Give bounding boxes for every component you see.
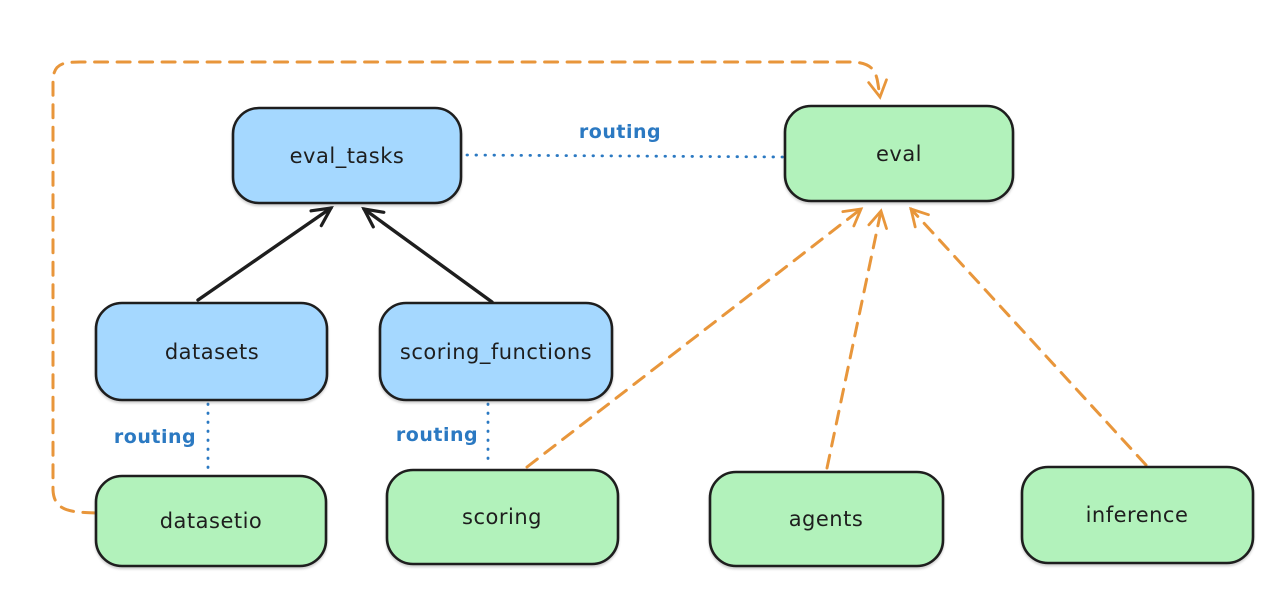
node-datasets-box — [94, 301, 329, 402]
node-agents-label: agents — [789, 507, 864, 531]
edge-scoring-functions-to-eval-tasks — [361, 206, 494, 304]
edge-datasets-to-eval-tasks — [196, 205, 334, 302]
edge-inference-to-eval — [909, 206, 1148, 467]
node-datasets-label: datasets — [165, 340, 259, 364]
edge-routing-eval-tasks-eval — [465, 153, 785, 159]
node-eval-label: eval — [876, 142, 922, 166]
node-inference-box — [1020, 465, 1255, 565]
node-scoring: scoring — [385, 468, 620, 566]
edge-scoring-to-eval — [525, 207, 864, 469]
node-agents-box — [708, 470, 945, 568]
node-eval-tasks: eval_tasks — [231, 106, 463, 205]
node-eval-tasks-label: eval_tasks — [290, 144, 405, 169]
node-agents: agents — [708, 470, 945, 568]
node-scoring-label-box — [385, 468, 620, 566]
node-scoring-label: scoring — [462, 505, 542, 529]
diagram-edges — [51, 60, 1148, 515]
edge-agents-to-eval — [825, 208, 888, 470]
node-eval: eval — [783, 104, 1015, 203]
node-scoring-functions: scoring_functions — [378, 301, 614, 402]
node-eval-tasks-box — [231, 106, 463, 205]
routing-label-mid: routing — [396, 424, 478, 446]
node-eval-box — [783, 104, 1015, 203]
node-datasets: datasets — [94, 301, 329, 402]
node-inference-label: inference — [1086, 503, 1189, 527]
routing-label-top: routing — [579, 121, 661, 143]
node-scoring-functions-label: scoring_functions — [400, 340, 592, 365]
edge-datasetio-to-eval — [51, 60, 888, 515]
node-datasetio-label: datasetio — [160, 509, 263, 533]
node-datasetio: datasetio — [94, 474, 328, 568]
node-inference: inference — [1020, 465, 1255, 565]
node-datasetio-box — [94, 474, 328, 568]
node-scoring-functions-box — [378, 301, 614, 402]
routing-label-left: routing — [114, 426, 196, 448]
